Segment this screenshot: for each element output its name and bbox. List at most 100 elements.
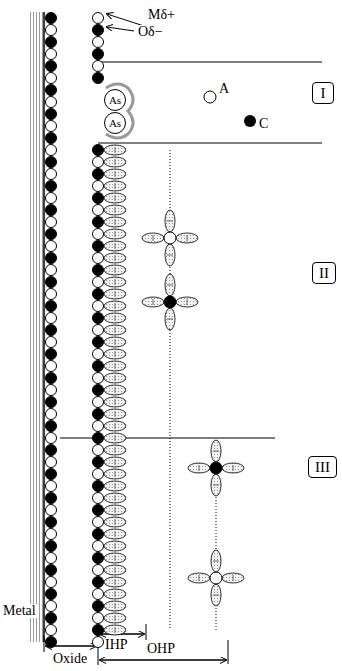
dipole-mark [115,591,116,597]
oxide-ion [46,109,57,120]
dipole-mark [115,579,116,585]
surface-ion [93,313,104,324]
dipole-mark [115,291,116,297]
dipole-mark [115,531,116,537]
water-dipole [104,481,126,491]
surface-ion [93,253,104,264]
oxide-ion [46,145,57,156]
oxide-ion [46,409,57,420]
oxide-ion [46,181,57,192]
oxide-ion [46,565,57,576]
dipole-mark [115,411,116,417]
water-dipole [188,463,210,473]
oxide-ion [46,133,57,144]
dipole-mark [167,255,173,256]
dipole-mark [115,315,116,321]
surface-ion [93,277,104,288]
oxide-ion [46,577,57,588]
water-dipole [104,157,126,167]
dipole-mark [187,299,188,305]
dipole-mark [115,327,116,333]
region-box: III [308,456,337,478]
surface-ion [93,385,104,396]
surface-ion [93,157,104,168]
oxide-ion [46,169,57,180]
oxide-ion [46,397,57,408]
surface-ion [93,241,104,252]
surface-ion [93,469,104,480]
ion-label: Oδ− [137,25,164,39]
oxide-ion [46,193,57,204]
dipole-mark [213,451,219,452]
oxide-ion [46,85,57,96]
water-dipole [104,313,126,323]
dipole-mark [115,435,116,441]
oxide-ion [46,97,57,108]
water-dipole [104,325,126,335]
surface-ion [93,433,104,444]
water-dipole [142,297,164,307]
dipole-mark [115,279,116,285]
surface-ion [93,409,104,420]
water-dipole [104,205,126,215]
water-dipole [188,573,210,583]
oxide-ion [46,469,57,480]
ion-label: C [258,117,269,131]
layer-label: Metal [2,604,37,618]
oxide-ion [46,529,57,540]
oxide-ion [46,541,57,552]
oxide-ion [46,265,57,276]
water-dipole [176,233,198,243]
oxide-ion [46,385,57,396]
surface-ion [93,601,104,612]
dipole-mark [115,219,116,225]
dipole-mark [115,555,116,561]
water-dipole [104,349,126,359]
dipole-mark [115,195,116,201]
surface-ion [93,61,104,72]
hydrated-ion [210,572,222,584]
dipole-mark [213,595,219,596]
surface-ion [93,49,104,60]
surface-ion [93,397,104,408]
dipole-mark [115,627,116,633]
surface-ion [93,265,104,276]
oxide-ion [46,37,57,48]
region-box: I [312,82,334,104]
node-text: III [315,459,330,476]
oxide-ion [46,205,57,216]
dipole-mark [115,507,116,513]
water-dipole [104,445,126,455]
surface-ion [93,73,104,84]
surface-ion [93,25,104,36]
surface-ion [93,217,104,228]
dipole-mark [233,465,234,471]
surface-ion [93,373,104,384]
oxide-ion [46,277,57,288]
surface-ion [93,301,104,312]
water-dipole [104,385,126,395]
dipole-mark [115,483,116,489]
oxide-ion [46,361,57,372]
dipole-mark [115,255,116,261]
node-text: II [319,265,329,282]
dipole-mark [115,399,116,405]
water-dipole [104,421,126,431]
surface-ion [93,637,104,648]
oxide-ion [46,301,57,312]
surface-ion [93,361,104,372]
oxide-ion [46,229,57,240]
oxide-ion [46,457,57,468]
water-dipole [165,210,175,232]
water-dipole [104,469,126,479]
surface-ion [93,625,104,636]
surface-ion [93,37,104,48]
dipole-mark [115,519,116,525]
oxide-ion [46,13,57,24]
water-dipole [104,613,126,623]
water-dipole [104,181,126,191]
surface-ion [93,541,104,552]
ion-label: Mδ+ [147,8,176,22]
dipole-mark [115,231,116,237]
